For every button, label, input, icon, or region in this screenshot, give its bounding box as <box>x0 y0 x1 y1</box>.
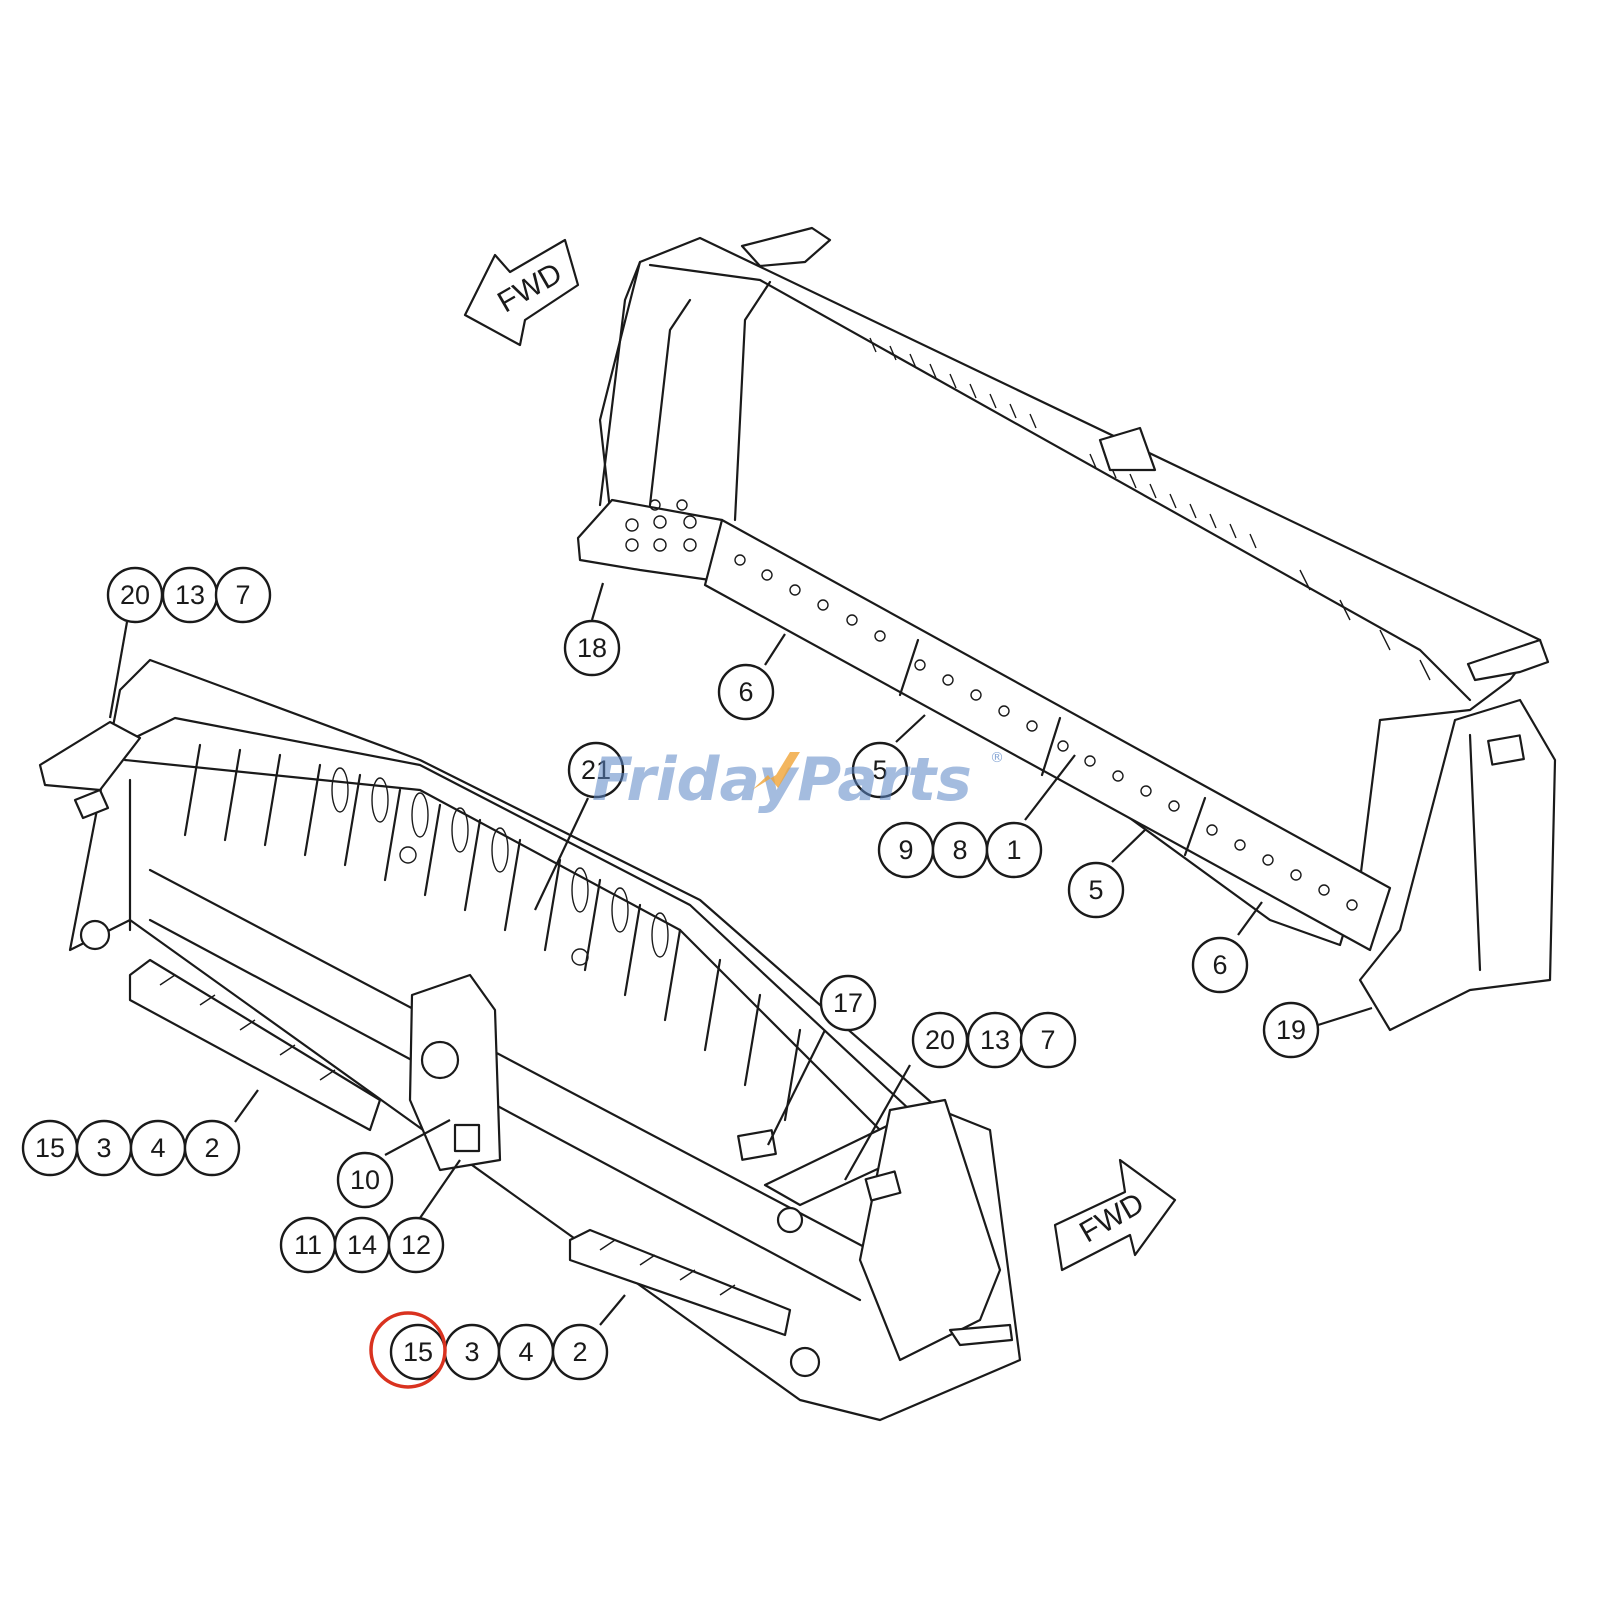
leader-lines <box>108 582 1373 1326</box>
callout-4-bottom: 4 <box>497 1323 555 1381</box>
svg-text:14: 14 <box>347 1230 377 1260</box>
callout-10: 10 <box>336 1151 394 1209</box>
svg-text:15: 15 <box>403 1337 433 1367</box>
svg-text:1: 1 <box>1006 835 1021 865</box>
rear-view-moldboard <box>576 226 1557 1032</box>
svg-text:9: 9 <box>898 835 913 865</box>
watermark-brand-part2: Parts <box>797 745 972 815</box>
svg-text:7: 7 <box>1040 1025 1055 1055</box>
svg-text:4: 4 <box>518 1337 533 1367</box>
callout-20-right: 20 <box>911 1011 969 1069</box>
callout-3-bottom: 3 <box>443 1323 501 1381</box>
svg-text:3: 3 <box>464 1337 479 1367</box>
svg-text:15: 15 <box>35 1133 65 1163</box>
svg-text:2: 2 <box>572 1337 587 1367</box>
callout-2-left: 2 <box>183 1119 241 1177</box>
callout-5-upper: 5 <box>851 741 909 799</box>
callout-21: 21 <box>567 741 625 799</box>
callout-6-upper: 6 <box>717 663 775 721</box>
callout-7-top-left: 7 <box>214 566 272 624</box>
svg-text:5: 5 <box>872 755 887 785</box>
svg-text:19: 19 <box>1276 1015 1306 1045</box>
highlight-ring <box>369 1311 447 1389</box>
svg-text:2: 2 <box>204 1133 219 1163</box>
callout-20-top-left: 20 <box>106 566 164 624</box>
callout-3-left: 3 <box>75 1119 133 1177</box>
front-view-moldboard <box>38 658 1022 1422</box>
svg-text:4: 4 <box>150 1133 165 1163</box>
callout-12: 12 <box>387 1216 445 1274</box>
watermark-registered: ® <box>990 750 1004 766</box>
watermark-accent-mark <box>752 752 800 790</box>
callout-17: 17 <box>819 974 877 1032</box>
svg-text:3: 3 <box>96 1133 111 1163</box>
fwd-arrow-top: FWD <box>463 238 580 347</box>
callout-2-bottom: 2 <box>551 1323 609 1381</box>
svg-text:6: 6 <box>738 677 753 707</box>
fwd-arrow-bottom: FWD <box>1053 1158 1177 1272</box>
callout-8: 8 <box>931 821 989 879</box>
svg-text:11: 11 <box>294 1230 322 1260</box>
callout-13-top-left: 13 <box>161 566 219 624</box>
svg-text:20: 20 <box>120 580 150 610</box>
svg-text:17: 17 <box>833 988 863 1018</box>
svg-text:13: 13 <box>175 580 205 610</box>
callout-6-lower: 6 <box>1191 936 1249 994</box>
svg-text:13: 13 <box>980 1025 1010 1055</box>
callout-1: 1 <box>985 821 1043 879</box>
svg-text:10: 10 <box>350 1165 380 1195</box>
watermark-logo: FridayParts ® <box>592 745 1004 815</box>
svg-text:12: 12 <box>401 1230 431 1260</box>
callout-11: 11 <box>279 1216 337 1274</box>
svg-text:18: 18 <box>577 633 607 663</box>
svg-text:21: 21 <box>581 755 611 785</box>
svg-text:20: 20 <box>925 1025 955 1055</box>
callout-15-left: 15 <box>21 1119 79 1177</box>
svg-text:5: 5 <box>1088 875 1103 905</box>
callout-7-right: 7 <box>1019 1011 1077 1069</box>
svg-text:7: 7 <box>235 580 250 610</box>
callout-9: 9 <box>877 821 935 879</box>
callout-19: 19 <box>1262 1001 1320 1059</box>
watermark-brand-part1: Friday <box>592 745 800 815</box>
svg-text:6: 6 <box>1212 950 1227 980</box>
callout-5-lower: 5 <box>1067 861 1125 919</box>
callouts: 20 13 7 18 6 21 5 9 8 1 5 6 17 20 13 7 1… <box>21 566 1320 1389</box>
callout-14: 14 <box>333 1216 391 1274</box>
svg-text:8: 8 <box>952 835 967 865</box>
callout-13-right: 13 <box>966 1011 1024 1069</box>
callout-18: 18 <box>563 619 621 677</box>
callout-4-left: 4 <box>129 1119 187 1177</box>
